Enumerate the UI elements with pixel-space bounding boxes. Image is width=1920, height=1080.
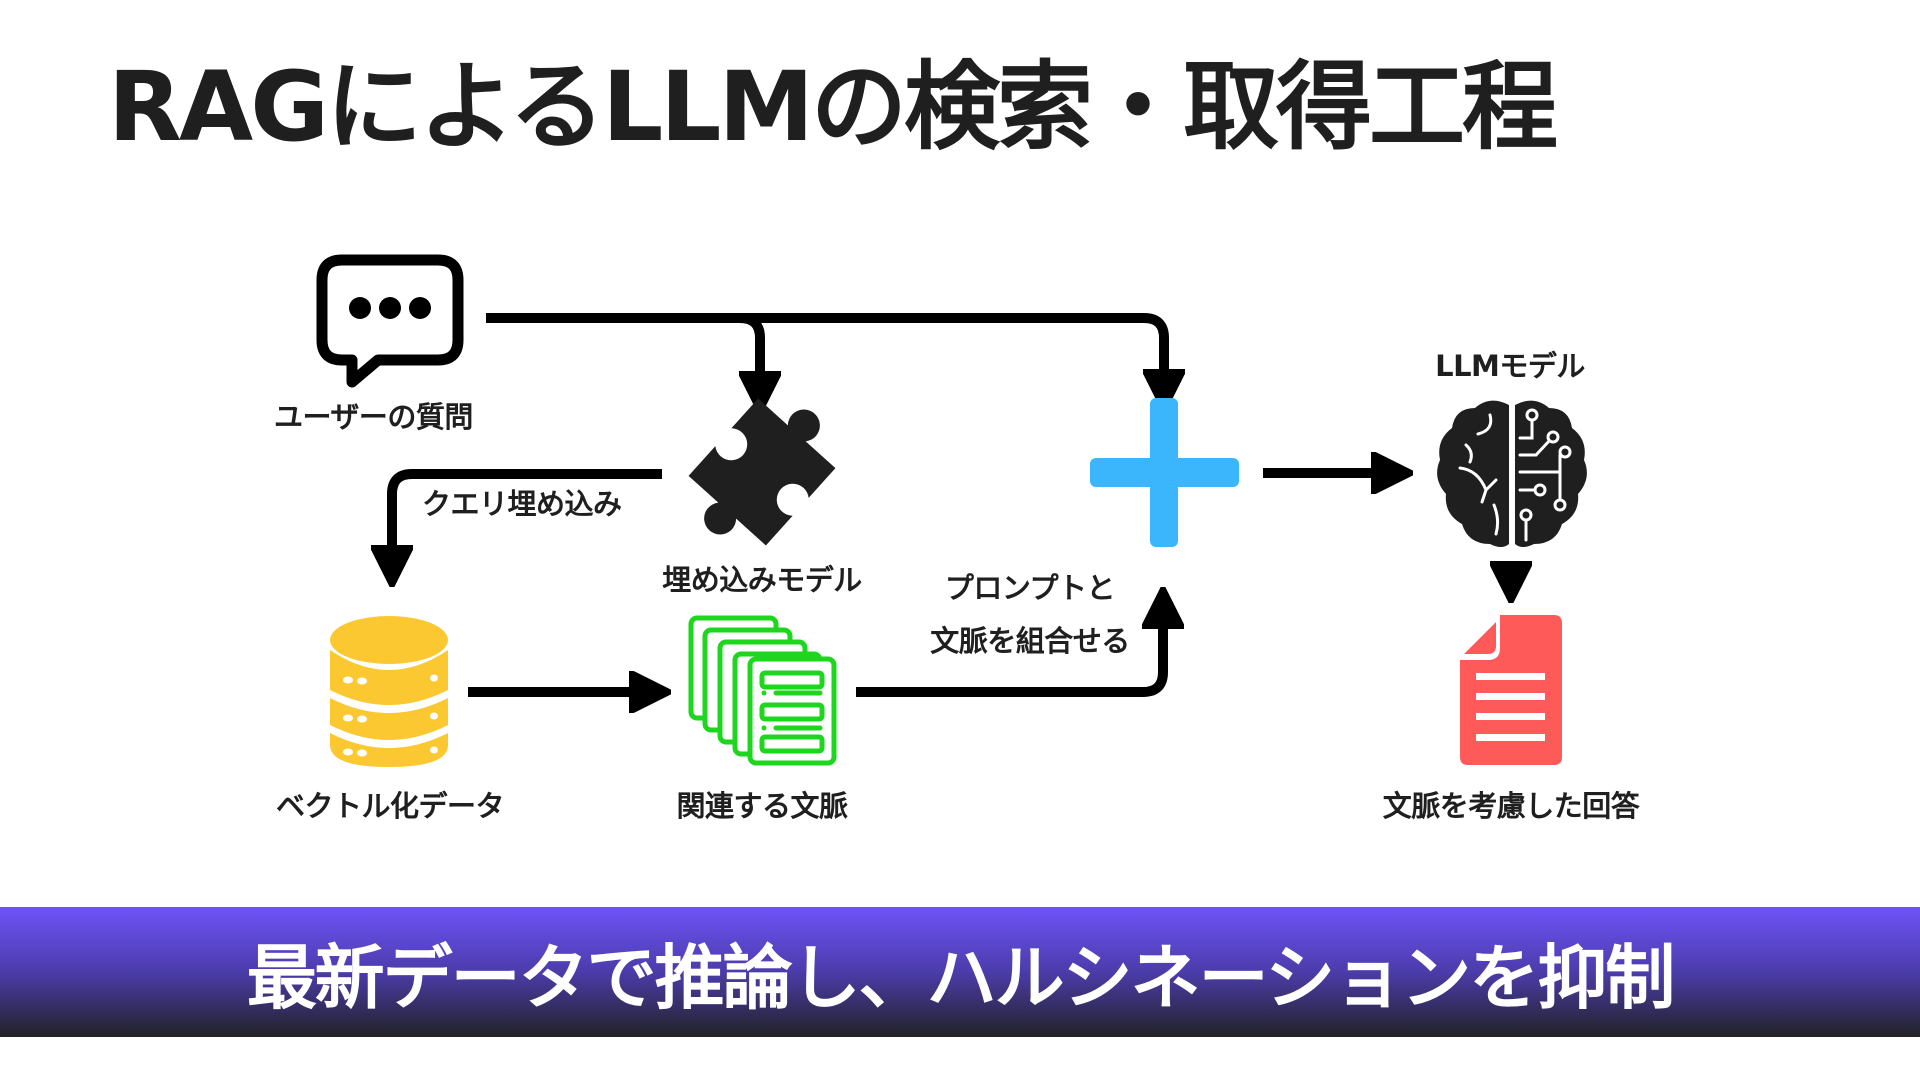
embedding-model-label: 埋め込みモデル (662, 563, 862, 597)
chat-bubble-icon (316, 254, 464, 388)
brain-circuit-icon (1437, 400, 1587, 547)
summary-banner: 最新データで推論し、ハルシネーションを抑制 (0, 907, 1920, 1037)
user-question-label: ユーザーの質問 (274, 400, 473, 434)
arrow-question-to-embedding (486, 313, 760, 392)
banner-text: 最新データで推論し、ハルシネーションを抑制 (246, 936, 1676, 1019)
arrow-embedding-to-vector (392, 469, 662, 566)
query-embedding-label: クエリ埋め込み (422, 487, 622, 521)
document-icon (1460, 615, 1562, 765)
vector-data-label: ベクトル化データ (275, 789, 505, 823)
plus-icon (1090, 398, 1239, 547)
arrow-question-to-combine (740, 313, 1164, 390)
llm-model-label: LLMモデル (1435, 349, 1585, 383)
arrow-context-to-combine (856, 608, 1163, 697)
page-title: RAGによるLLMの検索・取得工程 (108, 51, 1558, 163)
combine-prompt-label-line1: プロンプトと (944, 571, 1116, 605)
database-icon (330, 616, 448, 767)
combine-prompt-label-line2: 文脈を組合せる (930, 624, 1130, 658)
document-stack-icon (688, 615, 837, 766)
related-context-label: 関連する文脈 (676, 789, 848, 823)
puzzle-piece-icon (688, 398, 836, 546)
answer-label: 文脈を考慮した回答 (1382, 789, 1640, 823)
